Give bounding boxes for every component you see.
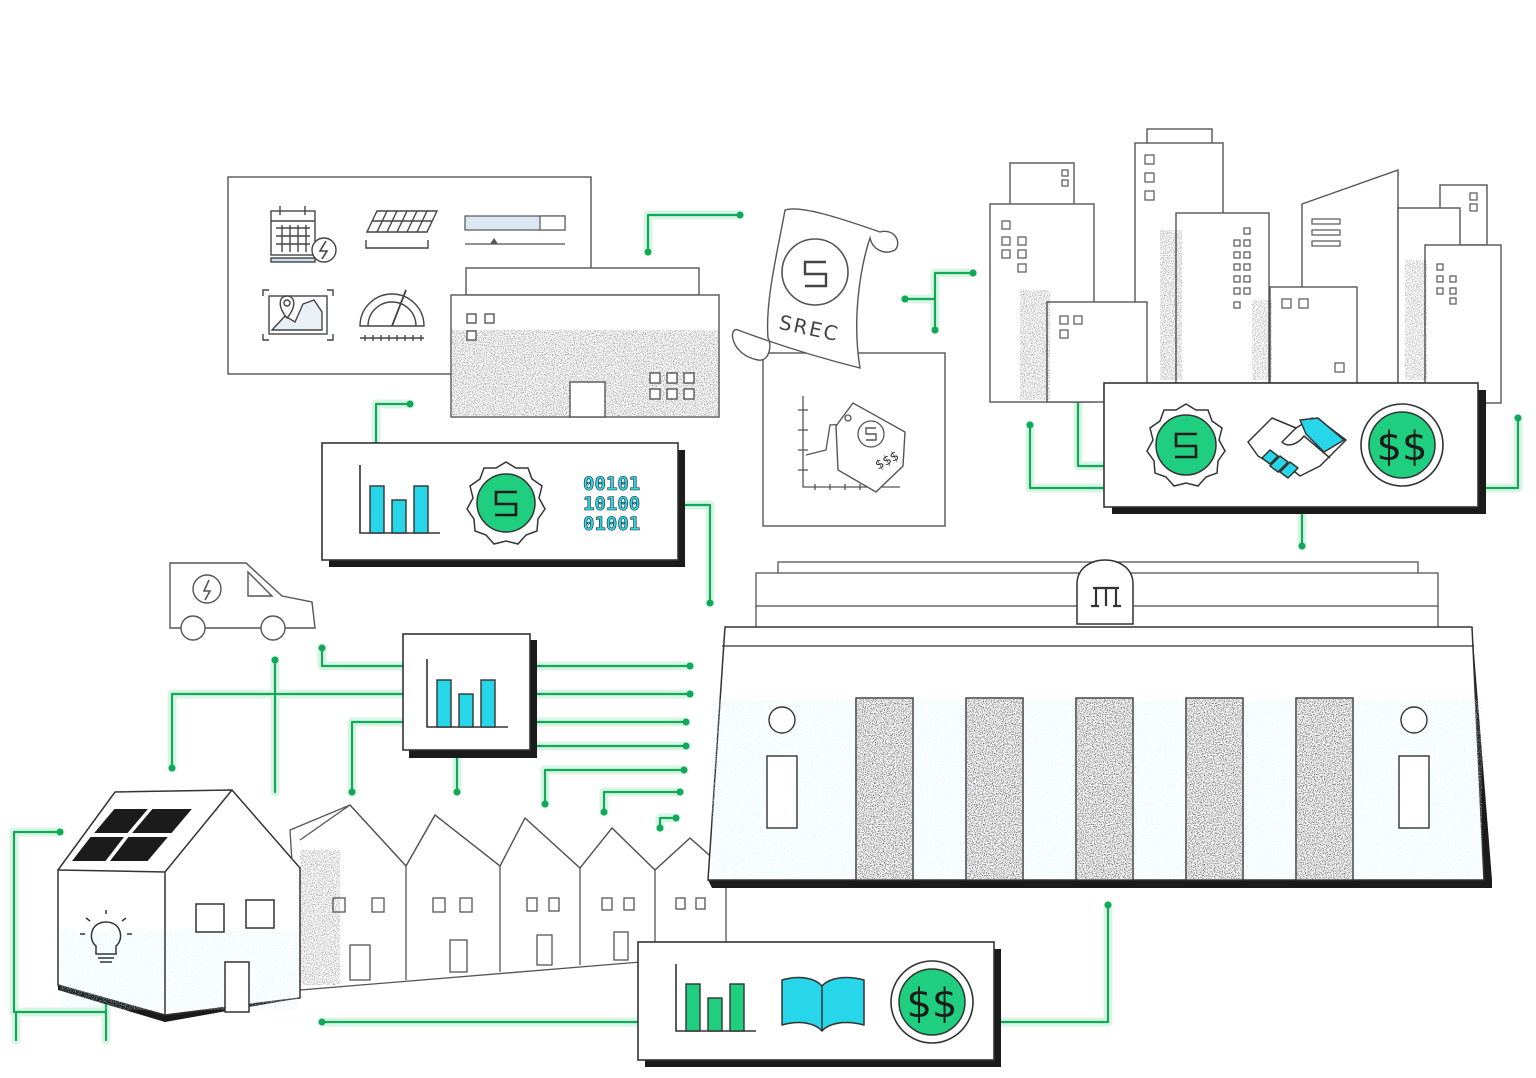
bank-building (707, 559, 1492, 888)
gauge-icon (359, 289, 425, 341)
data-card-top-left: 00101 10100 01001 (321, 442, 685, 567)
utility-van (169, 562, 316, 641)
bolt-icon (202, 579, 212, 601)
binary-line-1: 00101 (583, 473, 640, 495)
city-skyline (989, 128, 1502, 404)
srec-certificate-scroll: SREC (731, 208, 899, 369)
bank-logo-icon (1076, 559, 1134, 625)
dollar-label: $$ (907, 981, 958, 1027)
slider-icon (464, 215, 566, 245)
bar-chart-icon (359, 465, 440, 534)
book-icon (781, 976, 865, 1032)
office-building-small (450, 267, 720, 418)
price-tag-icon: $$$ (835, 402, 906, 493)
handshake-icon (1247, 417, 1347, 479)
solar-panel-icon (365, 210, 439, 249)
certificate-seal-icon (1146, 403, 1226, 487)
solar-panel-icon (67, 807, 197, 863)
solar-house (57, 789, 301, 1022)
bar-chart-icon (426, 659, 508, 728)
price-chart-card: $$$ (762, 352, 946, 527)
trade-card: $$ (1103, 382, 1486, 514)
dollar-coin-icon: $$ (1360, 403, 1444, 487)
chart-card-small (402, 633, 537, 758)
bank-columns (855, 697, 1354, 881)
calendar-bolt-icon (270, 206, 337, 263)
binary-line-3: 01001 (583, 513, 640, 535)
binary-data-icon: 00101 10100 01001 (583, 473, 641, 536)
row-houses (289, 804, 727, 991)
dollar-label: $$ (1377, 424, 1428, 470)
report-card: $$ (637, 941, 1001, 1067)
binary-line-2: 10100 (583, 493, 640, 515)
lightbulb-icon (80, 910, 132, 963)
dollar-coin-icon: $$ (890, 960, 974, 1044)
map-pin-icon (262, 289, 334, 341)
certificate-seal-icon (466, 461, 546, 545)
bar-chart-icon (675, 964, 756, 1032)
